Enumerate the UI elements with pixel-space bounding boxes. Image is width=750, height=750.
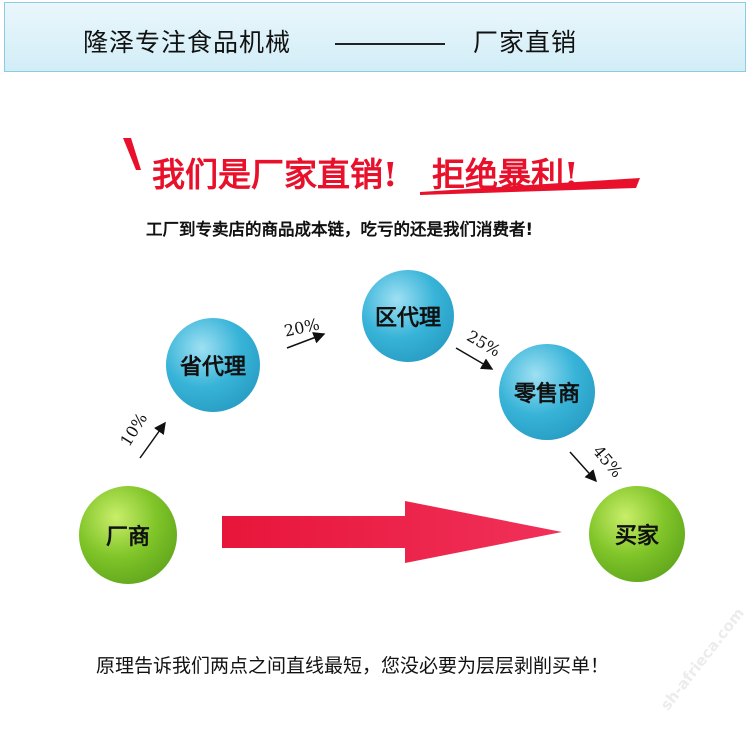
slogan-underline-swoosh (420, 178, 640, 195)
arrow-retail-to-buyer (569, 451, 598, 483)
arrow-factory-to-provincial (139, 421, 166, 459)
node-retail-label: 零售商 (513, 382, 580, 407)
node-factory-label: 厂商 (105, 525, 150, 550)
arrow-provincial-to-district (286, 332, 326, 349)
node-provincial-label: 省代理 (179, 355, 246, 380)
node-district-label: 区代理 (374, 306, 441, 331)
node-buyer: 买家 (589, 486, 685, 582)
slogan-left-slash (123, 138, 141, 170)
slogan-headline: 我们是厂家直销! 拒绝暴利! (152, 155, 579, 194)
header-subtitle: 厂家直销 (473, 28, 578, 57)
footer-principle-text: 原理告诉我们两点之间直线最短，您没必要为层层剥削买单！ (96, 655, 610, 677)
node-buyer-label: 买家 (614, 524, 659, 549)
header-banner: 隆泽专注食品机械 厂家直销 (4, 2, 746, 72)
direct-route-big-arrow (222, 501, 562, 563)
node-factory: 厂商 (79, 486, 177, 584)
header-divider-line (335, 43, 445, 45)
node-retailer: 零售商 (499, 344, 595, 440)
cost-chain-subline: 工厂到专卖店的商品成本链，吃亏的还是我们消费者! (146, 220, 534, 239)
arrow-district-to-retail (455, 347, 494, 370)
node-provincial-agent: 省代理 (166, 318, 260, 412)
header-title: 隆泽专注食品机械 (83, 28, 292, 57)
node-district-agent: 区代理 (362, 270, 454, 362)
